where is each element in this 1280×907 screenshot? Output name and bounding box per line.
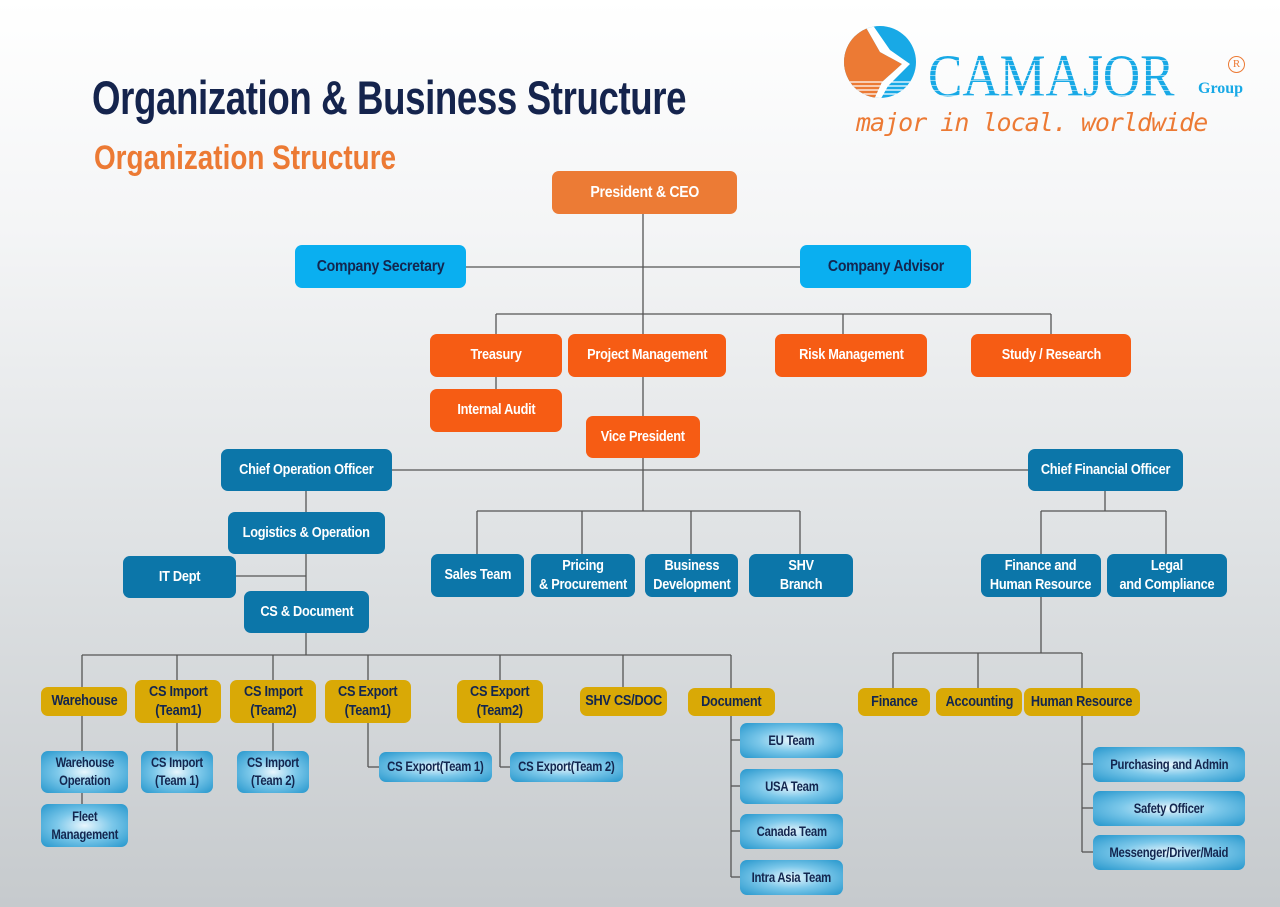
org-node-label: Business Development (652, 557, 731, 593)
org-node-accounting: Accounting (936, 688, 1022, 716)
org-node-cs-import-1: CS Import (Team1) (135, 680, 221, 723)
org-node-safety-officer: Safety Officer (1093, 791, 1245, 826)
org-node-it-dept: IT Dept (123, 556, 236, 598)
org-node-label: Risk Management (798, 347, 904, 363)
org-node-label: Finance and Human Resource (990, 557, 1092, 593)
org-node-internal-audit: Internal Audit (430, 389, 562, 432)
org-node-risk-management: Risk Management (775, 334, 927, 377)
org-node-label: Internal Audit (456, 402, 536, 418)
org-node-secretary: Company Secretary (295, 245, 466, 288)
org-node-purchasing-admin: Purchasing and Admin (1093, 747, 1245, 782)
org-node-label: SHV CS/DOC (585, 693, 662, 709)
org-node-label: Legal and Compliance (1119, 557, 1215, 593)
org-node-cs-export-2: CS Export (Team2) (457, 680, 543, 723)
org-node-eu-team: EU Team (740, 723, 843, 758)
org-node-label: Fleet Management (51, 808, 118, 842)
org-node-vice-president: Vice President (586, 416, 700, 458)
org-node-label: CS Import (Team 1) (151, 755, 203, 788)
org-node-cs-import-2: CS Import (Team2) (230, 680, 316, 723)
org-node-label: IT Dept (158, 568, 201, 585)
org-node-warehouse-operation: Warehouse Operation (41, 751, 128, 793)
org-node-cs-import-team-2: CS Import (Team 2) (237, 751, 309, 793)
org-node-cs-document: CS & Document (244, 591, 369, 633)
org-node-treasury: Treasury (430, 334, 562, 377)
org-node-label: Canada Team (756, 823, 827, 839)
org-node-fleet-management: Fleet Management (41, 804, 128, 847)
org-node-label: Human Resource (1031, 693, 1133, 710)
section-subtitle: Organization Structure (94, 139, 397, 177)
org-node-coo: Chief Operation Officer (221, 449, 392, 491)
org-node-label: CS Export (Team1) (338, 683, 398, 719)
page-title: Organization & Business Structure (92, 71, 687, 124)
org-node-label: Warehouse (51, 693, 117, 709)
registered-mark: R (1228, 56, 1245, 73)
org-node-warehouse: Warehouse (41, 687, 127, 716)
org-node-canada-team: Canada Team (740, 814, 843, 849)
org-node-finance-hr: Finance and Human Resource (981, 554, 1101, 597)
org-node-label: Messenger/Driver/Maid (1109, 844, 1229, 860)
org-node-advisor: Company Advisor (800, 245, 971, 288)
org-node-sales: Sales Team (431, 554, 524, 597)
logo-brand-text: CAMAJOR (928, 43, 1175, 109)
org-node-label: Chief Operation Officer (239, 461, 374, 478)
org-node-cs-import-team-1: CS Import (Team 1) (141, 751, 213, 793)
org-node-label: Company Secretary (316, 258, 445, 275)
org-node-legal: Legal and Compliance (1107, 554, 1227, 597)
org-node-label: Study / Research (1001, 347, 1101, 363)
org-node-label: CS Import (Team1) (148, 683, 208, 719)
org-node-label: Intra Asia Team (751, 869, 832, 885)
org-node-label: Accounting (945, 693, 1013, 710)
org-node-logistics: Logistics & Operation (228, 512, 385, 554)
org-node-finance: Finance (858, 688, 930, 716)
org-node-label: Warehouse Operation (55, 755, 114, 788)
org-node-label: Sales Team (444, 567, 511, 583)
org-node-messenger: Messenger/Driver/Maid (1093, 835, 1245, 870)
org-node-shv-cs-doc: SHV CS/DOC (580, 687, 667, 716)
org-node-label: Vice President (600, 428, 686, 445)
org-node-label: CS Export(Team 1) (387, 759, 484, 774)
org-node-ceo: President & CEO (552, 171, 737, 214)
org-node-human-resource: Human Resource (1024, 688, 1140, 716)
org-node-pricing: Pricing & Procurement (531, 554, 635, 597)
org-node-label: Safety Officer (1133, 800, 1205, 816)
org-node-usa-team: USA Team (740, 769, 843, 804)
org-node-label: President & CEO (590, 184, 699, 201)
org-node-project-management: Project Management (568, 334, 726, 377)
org-node-cfo: Chief Financial Officer (1028, 449, 1183, 491)
org-node-label: Finance (870, 693, 918, 710)
logo-tagline: major in local. worldwide (856, 108, 1208, 137)
company-logo: CAMAJOR R Group major in local. worldwid… (842, 24, 1252, 144)
org-node-shv-branch: SHV Branch (749, 554, 853, 597)
org-node-label: SHV Branch (779, 557, 823, 593)
logo-emblem-icon (844, 26, 916, 98)
org-node-label: USA Team (764, 778, 819, 794)
org-node-label: EU Team (768, 732, 815, 748)
org-node-label: CS Export(Team 2) (518, 759, 615, 774)
org-node-label: CS Export (Team2) (470, 683, 530, 719)
org-node-business-dev: Business Development (645, 554, 738, 597)
org-node-label: Treasury (470, 347, 522, 363)
org-node-intra-asia-team: Intra Asia Team (740, 860, 843, 895)
org-node-label: Document (701, 693, 762, 710)
org-node-cs-export-team-2: CS Export(Team 2) (510, 752, 623, 782)
org-node-label: CS Import (Team 2) (247, 755, 299, 788)
org-node-label: Logistics & Operation (242, 524, 371, 541)
org-node-study-research: Study / Research (971, 334, 1131, 377)
org-node-label: Pricing & Procurement (538, 557, 628, 593)
org-node-label: Chief Financial Officer (1040, 461, 1171, 478)
org-node-cs-export-team-1: CS Export(Team 1) (379, 752, 492, 782)
org-node-label: CS & Document (259, 603, 353, 620)
org-node-label: Company Advisor (827, 258, 944, 275)
logo-group-text: Group (1198, 80, 1244, 97)
org-node-document: Document (688, 688, 775, 716)
org-node-label: Project Management (586, 347, 708, 363)
org-node-label: Purchasing and Admin (1109, 756, 1229, 772)
org-node-label: CS Import (Team2) (243, 683, 303, 719)
org-node-cs-export-1: CS Export (Team1) (325, 680, 411, 723)
